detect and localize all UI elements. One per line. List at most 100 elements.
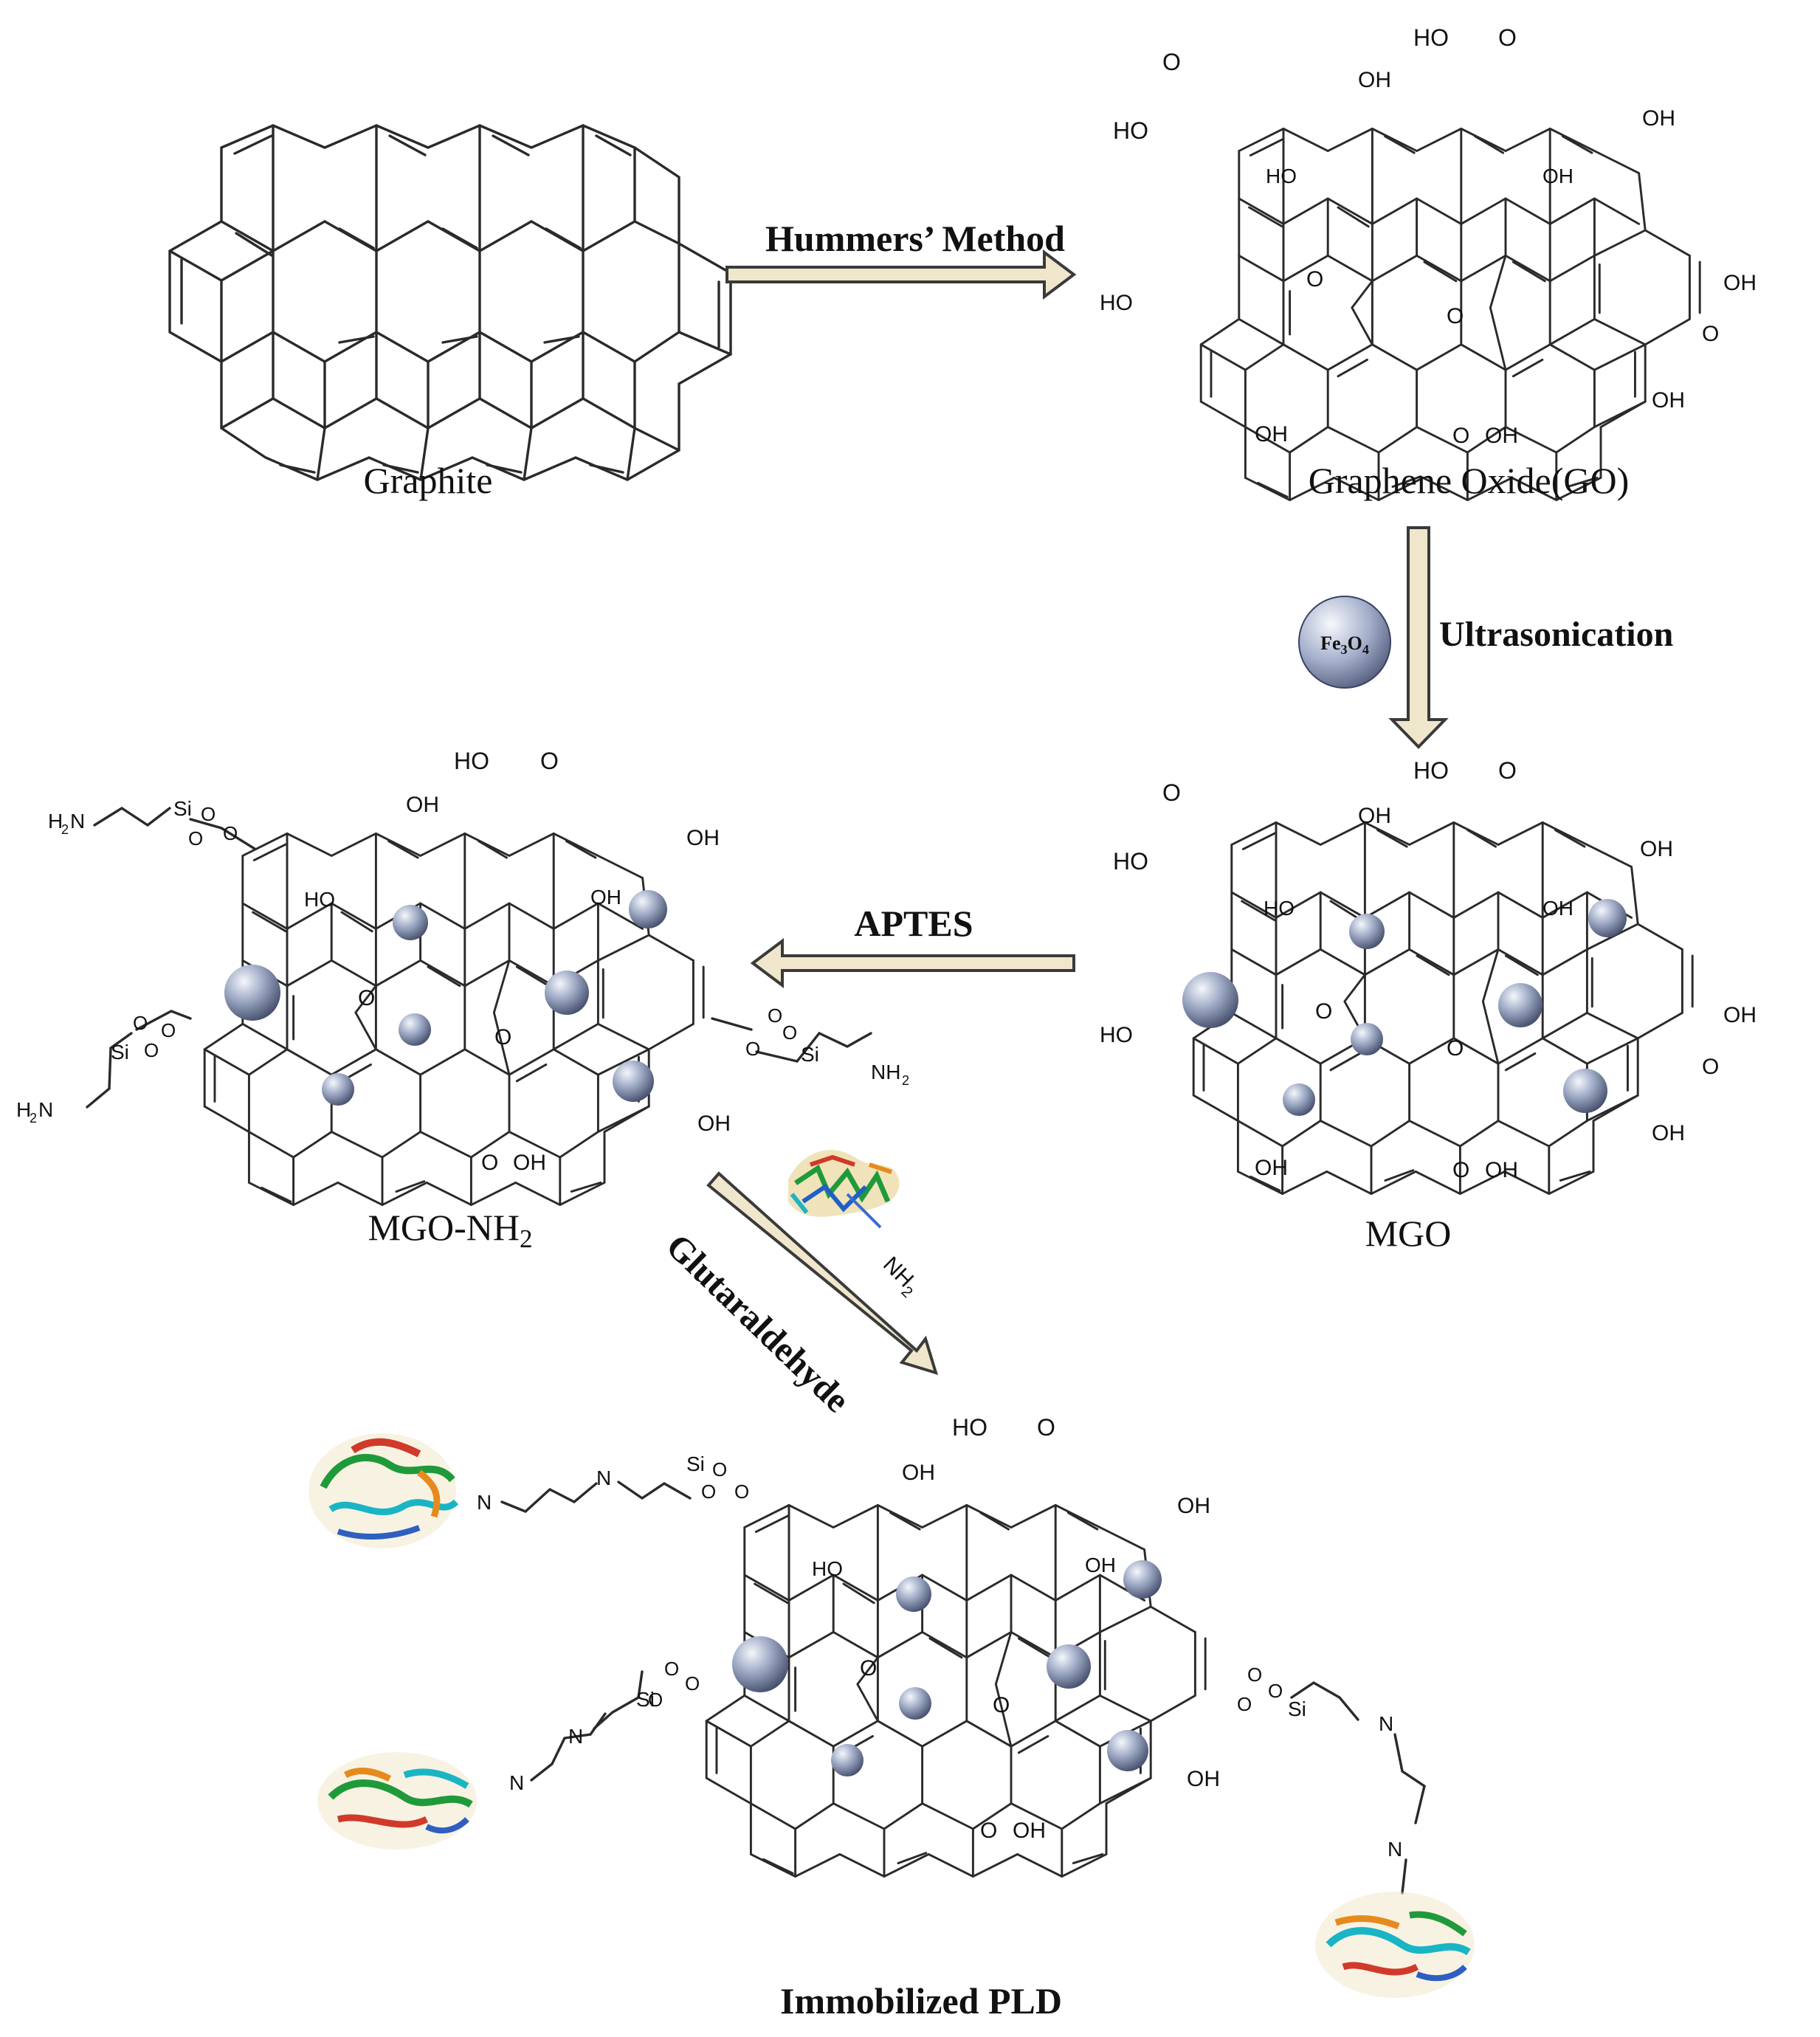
svg-text:OH: OH <box>686 826 720 850</box>
svg-text:O: O <box>1037 1414 1055 1441</box>
svg-text:Fe3O4: Fe3O4 <box>1320 633 1369 657</box>
svg-text:OH: OH <box>513 1151 546 1175</box>
svg-text:OH: OH <box>902 1461 935 1485</box>
svg-text:O: O <box>648 1689 663 1711</box>
svg-text:O: O <box>1447 304 1464 328</box>
svg-text:OH: OH <box>1187 1767 1220 1791</box>
svg-text:Si: Si <box>111 1041 129 1064</box>
immobilized-linkers: N N Si O O O N N Si O O O O O O Si N N <box>477 1452 1426 1895</box>
svg-text:OH: OH <box>1255 1156 1288 1180</box>
mgo-nh2-caption: MGO-NH2 <box>368 1207 532 1253</box>
svg-text:OH: OH <box>1085 1554 1116 1576</box>
svg-text:OH: OH <box>1358 804 1391 828</box>
svg-text:OH: OH <box>1723 1003 1757 1027</box>
svg-text:O: O <box>701 1481 716 1503</box>
svg-text:HO: HO <box>1113 848 1148 875</box>
mgo-nanoparticles <box>1182 899 1627 1116</box>
svg-text:Si: Si <box>801 1043 819 1066</box>
svg-text:O: O <box>223 822 238 844</box>
svg-text:N: N <box>477 1491 492 1514</box>
svg-text:Si: Si <box>173 797 192 820</box>
ultrasonication-label: Ultrasonication <box>1439 615 1673 654</box>
svg-text:Si: Si <box>636 1688 655 1711</box>
aptes-label: APTES <box>854 903 973 944</box>
svg-text:2: 2 <box>30 1111 37 1126</box>
mgo-nh2-nanoparticles <box>224 890 667 1106</box>
svg-text:HO: HO <box>1264 897 1295 920</box>
svg-text:O: O <box>358 986 375 1010</box>
graphite-structure <box>168 124 732 481</box>
svg-text:O: O <box>1268 1680 1283 1702</box>
svg-text:OH: OH <box>1640 837 1673 861</box>
graphite-caption: Graphite <box>364 460 493 501</box>
svg-text:HO: HO <box>304 888 335 911</box>
svg-text:N: N <box>70 810 85 833</box>
svg-text:NH: NH <box>871 1061 900 1083</box>
svg-text:O: O <box>712 1458 727 1481</box>
svg-text:O: O <box>1162 49 1181 75</box>
glutaraldehyde-arrow <box>706 1171 939 1376</box>
enzyme-bottom-right <box>1315 1892 1475 1998</box>
svg-text:OH: OH <box>1542 897 1573 920</box>
svg-text:H: H <box>48 810 63 833</box>
svg-text:Si: Si <box>686 1452 705 1475</box>
svg-text:O: O <box>768 1004 782 1027</box>
svg-text:O: O <box>1315 999 1332 1024</box>
glutaraldehyde-label: Glutaraldehyde <box>658 1227 857 1420</box>
svg-text:O: O <box>782 1021 797 1044</box>
hummers-arrow <box>725 249 1077 300</box>
svg-text:HO: HO <box>1413 24 1449 51</box>
svg-text:O: O <box>685 1672 700 1695</box>
svg-text:OH: OH <box>1652 1121 1685 1145</box>
mgo-nh2-linkers: H 2 N Si O O O H 2 N Si O O O O O O Si N… <box>16 797 909 1126</box>
enzyme-bottom-left <box>317 1752 477 1850</box>
mgo-nh2-functional-groups: OH HO O OH HO OH O O OH O OH <box>304 748 731 1175</box>
go-caption: Graphene Oxide(GO) <box>1309 460 1630 501</box>
immobilized-caption: Immobilized PLD <box>780 1980 1062 2022</box>
immobilized-nanoparticles <box>732 1560 1162 1776</box>
aptes-arrow <box>750 938 1075 988</box>
svg-text:O: O <box>188 827 203 849</box>
svg-text:HO: HO <box>454 748 489 774</box>
svg-text:O: O <box>540 748 559 774</box>
immobilized-functional-groups: OH HO O OH HO OH O O OH O OH <box>812 1414 1220 1843</box>
svg-text:N: N <box>568 1725 583 1748</box>
immobilized-structure <box>705 1503 1207 1878</box>
svg-text:OH: OH <box>1177 1494 1210 1518</box>
svg-text:HO: HO <box>1100 291 1133 315</box>
enzyme-top-left <box>308 1433 459 1548</box>
svg-text:O: O <box>860 1656 877 1681</box>
svg-text:O: O <box>1702 322 1719 346</box>
svg-text:N: N <box>1388 1838 1402 1861</box>
fe3o4-nanoparticle: Fe3O4 <box>1298 596 1391 689</box>
svg-text:OH: OH <box>1358 68 1391 92</box>
svg-text:NH2: NH2 <box>875 1252 924 1301</box>
svg-text:O: O <box>1162 779 1181 806</box>
svg-text:O: O <box>133 1012 148 1034</box>
enzyme-reagent <box>788 1150 900 1229</box>
mgo-caption: MGO <box>1365 1213 1452 1254</box>
svg-text:OH: OH <box>1013 1819 1046 1843</box>
svg-text:OH: OH <box>1485 1158 1518 1182</box>
svg-text:O: O <box>1237 1693 1252 1715</box>
svg-text:N: N <box>596 1466 611 1489</box>
svg-text:O: O <box>993 1693 1010 1717</box>
svg-text:O: O <box>1702 1055 1719 1079</box>
svg-text:O: O <box>201 803 216 825</box>
svg-text:O: O <box>1498 757 1517 784</box>
svg-text:HO: HO <box>952 1414 987 1441</box>
svg-text:O: O <box>1306 267 1323 292</box>
svg-text:O: O <box>1247 1664 1262 1686</box>
svg-text:O: O <box>1447 1036 1464 1061</box>
svg-text:HO: HO <box>1266 165 1297 187</box>
ultrasonication-arrow <box>1388 526 1449 749</box>
svg-text:O: O <box>494 1025 511 1049</box>
svg-text:O: O <box>481 1151 498 1175</box>
svg-text:H: H <box>16 1098 31 1121</box>
svg-text:OH: OH <box>1652 388 1685 413</box>
mgo-structure <box>1192 821 1694 1195</box>
svg-text:O: O <box>1498 24 1517 51</box>
svg-text:Si: Si <box>1288 1698 1306 1720</box>
svg-text:N: N <box>1379 1712 1393 1735</box>
svg-text:2: 2 <box>61 822 69 837</box>
